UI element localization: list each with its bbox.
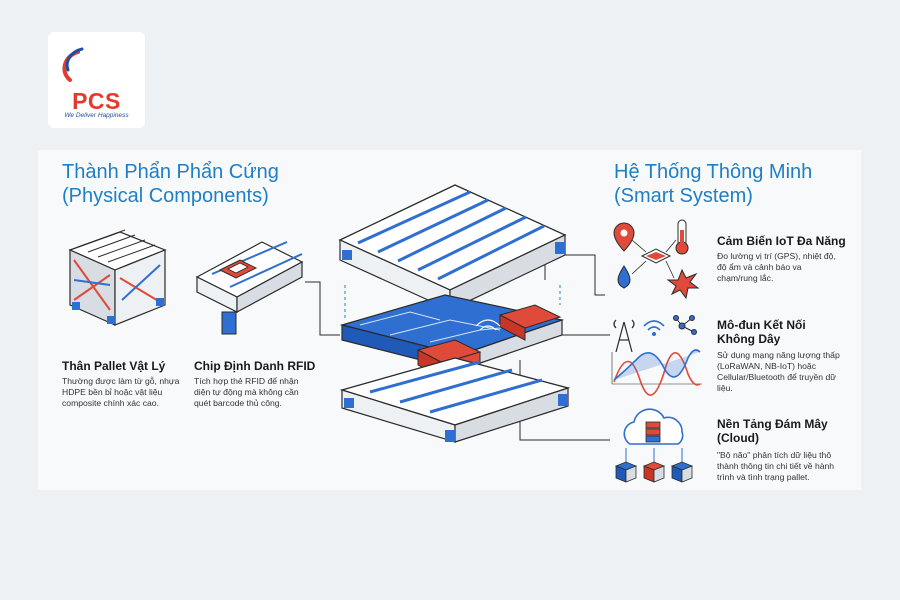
left-heading: Thành Phẩn Phẩn Cứng (Physical Component… — [62, 160, 279, 208]
iot-sensor-label: Cảm Biến IoT Đa Năng — [717, 234, 846, 248]
cloud-platform-label-line1: Nền Tảng Đám Mây — [717, 417, 828, 431]
exploded-smart-pallet-illustration — [338, 184, 571, 443]
pallet-body-label: Thân Pallet Vật Lý — [62, 359, 166, 373]
impact-burst-icon — [666, 268, 700, 300]
cloud-platform-illustration — [614, 408, 694, 483]
left-heading-line1: Thành Phẩn Phẩn Cứng — [62, 161, 279, 183]
iot-sensor-description: Đo lường vị trí (GPS), nhiệt độ, độ ẩm v… — [717, 251, 836, 283]
pallet-body-illustration — [68, 229, 167, 326]
left-heading-line2: (Physical Components) — [62, 185, 269, 207]
brand-logo-card: PCS We Deliver Happiness — [48, 32, 145, 128]
right-heading: Hệ Thống Thông Minh (Smart System) — [614, 160, 812, 208]
brand-tagline: We Deliver Happiness — [64, 112, 129, 119]
iot-sensor-illustration — [613, 219, 700, 300]
antenna-tower-icon — [613, 319, 635, 353]
wireless-module-description: Sử dụng mạng năng lượng thấp (LoRaWAN, N… — [717, 350, 840, 393]
cloud-platform-label-line2: (Cloud) — [717, 431, 759, 445]
wireless-module-illustration — [611, 315, 702, 396]
brand-name: PCS — [72, 88, 121, 114]
server-stack-icon — [645, 421, 661, 443]
iot-sensor-label-line1: Cảm Biến IoT Đa Năng — [717, 234, 846, 248]
cloud-platform-label: Nền Tảng Đám Mây (Cloud) — [717, 417, 828, 445]
pallet-body-description: Thường được làm từ gỗ, nhựa HDPE bền bỉ … — [62, 376, 180, 408]
rfid-chip-illustration — [195, 241, 304, 335]
rfid-chip-description: Tích hợp thẻ RFID để nhận diện tự động m… — [194, 376, 299, 408]
humidity-drop-icon — [617, 265, 631, 289]
wifi-signal-icon — [643, 320, 665, 331]
network-nodes-icon — [673, 315, 697, 335]
cloud-platform-description: "Bộ não" phân tích dữ liệu thô thành thô… — [717, 450, 835, 482]
right-heading-line1: Hệ Thống Thông Minh — [614, 161, 813, 183]
wireless-module-label: Mô-đun Kết Nối Không Dây — [717, 318, 806, 346]
wireless-module-label-line2: Không Dây — [717, 332, 781, 346]
right-heading-line2: (Smart System) — [614, 185, 753, 207]
wireless-module-label-line1: Mô-đun Kết Nối — [717, 318, 806, 332]
location-pin-icon — [613, 222, 635, 252]
rfid-chip-label: Chip Định Danh RFID — [194, 359, 316, 373]
pcs-swoosh-icon — [62, 47, 84, 82]
